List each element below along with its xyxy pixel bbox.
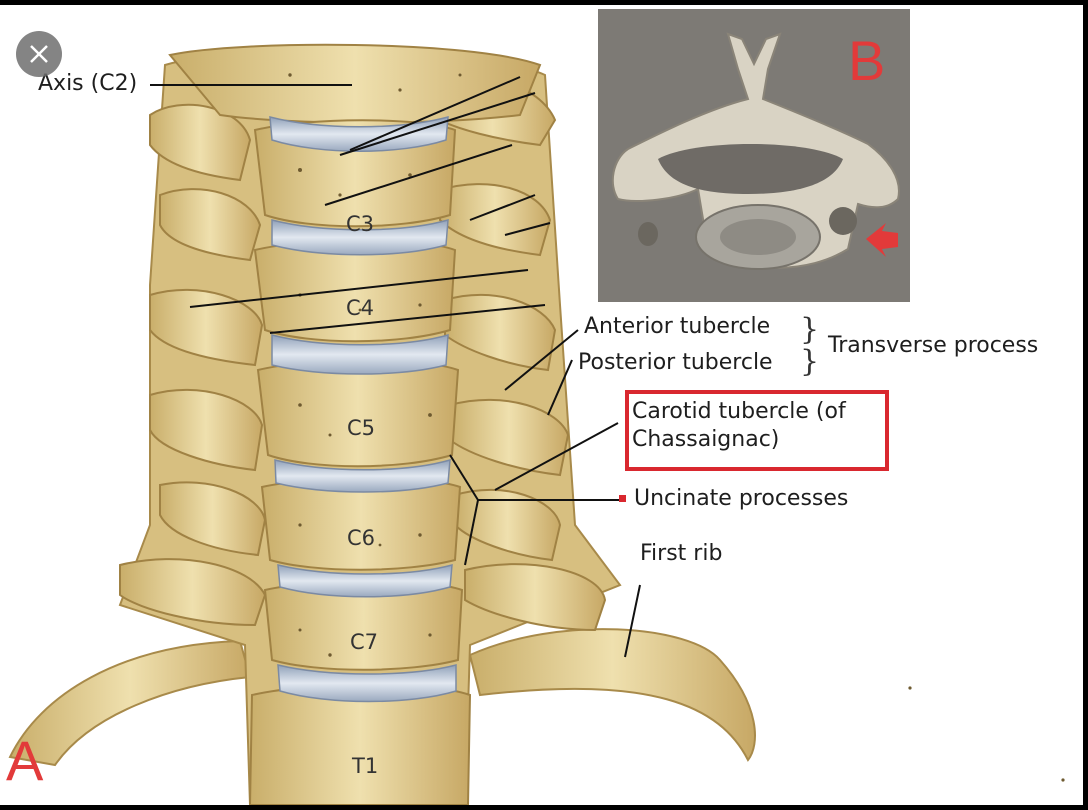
label-c6: C6 xyxy=(347,528,375,549)
label-c3: C3 xyxy=(346,214,374,235)
label-anterior-tubercle: Anterior tubercle xyxy=(584,316,770,338)
label-t1: T1 xyxy=(352,756,378,777)
panel-label-a: A xyxy=(6,733,43,789)
figure-frame: B A Axis (C2) Anterior tubercle Posterio… xyxy=(0,5,1083,805)
label-carotid-line1: Carotid tubercle (of xyxy=(632,401,846,423)
panel-label-b: B xyxy=(848,33,885,89)
cervical-spine-illustration xyxy=(0,5,1083,805)
brace-lower: } xyxy=(800,347,819,377)
label-c7: C7 xyxy=(350,632,378,653)
brace-upper: } xyxy=(800,315,819,345)
label-posterior-tubercle: Posterior tubercle xyxy=(578,352,773,374)
label-c4: C4 xyxy=(346,298,374,319)
label-uncinate-processes: Uncinate processes xyxy=(634,488,848,510)
label-c5: C5 xyxy=(347,418,375,439)
close-icon xyxy=(29,44,49,64)
label-transverse-process: Transverse process xyxy=(828,335,1038,357)
close-button[interactable] xyxy=(16,31,62,77)
label-axis: Axis (C2) xyxy=(38,73,137,95)
label-first-rib: First rib xyxy=(640,543,722,565)
label-carotid-line2: Chassaignac) xyxy=(632,429,779,451)
